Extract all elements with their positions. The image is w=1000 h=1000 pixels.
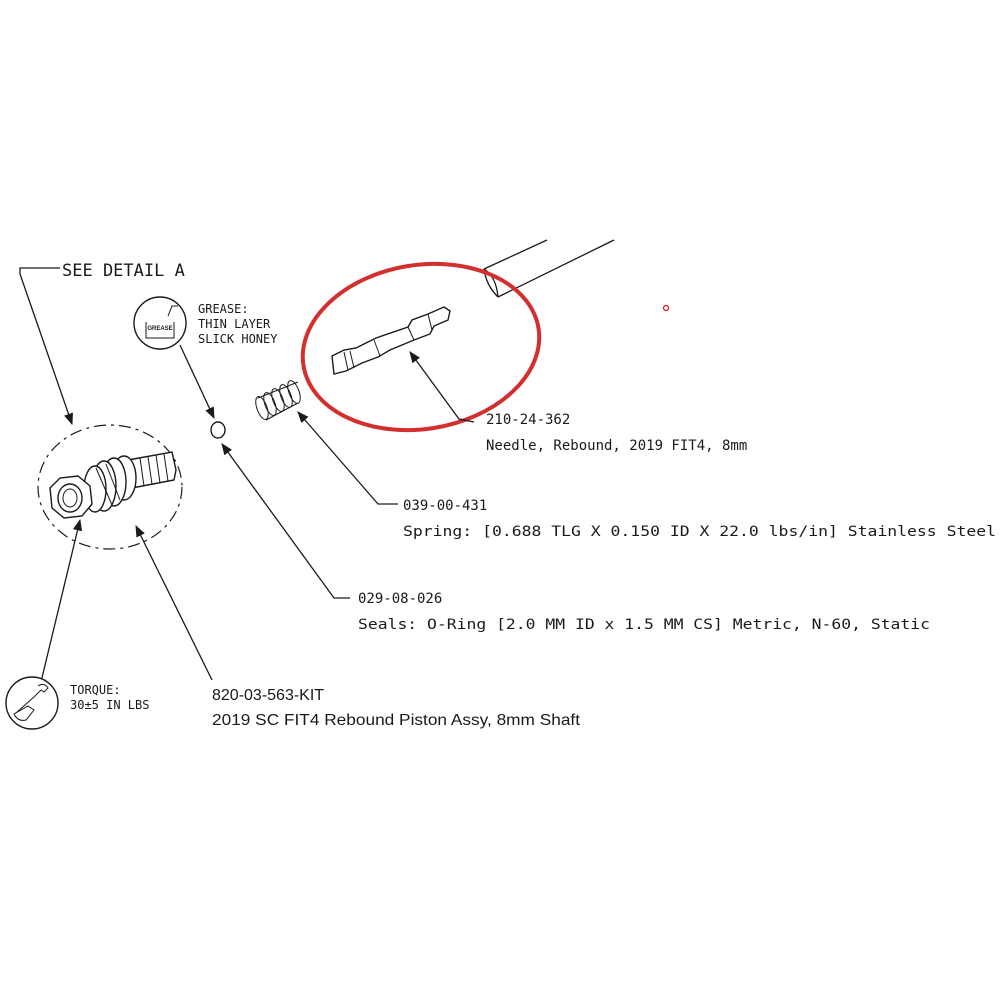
torque-note-line2: 30±5 IN LBS [70, 698, 149, 712]
o-ring-part[interactable] [210, 421, 226, 439]
spring-part[interactable] [253, 379, 303, 421]
svg-text:GREASE: GREASE [147, 326, 172, 332]
grease-note-line2: THIN LAYER [198, 317, 271, 331]
piston-assy-part-number: 820-03-563-KIT [212, 687, 324, 704]
needle-description: Needle, Rebound, 2019 FIT4, 8mm [486, 438, 747, 454]
detail-a-circle [37, 424, 183, 550]
spring-part-number: 039-00-431 [403, 498, 487, 514]
o-ring-leader [221, 443, 350, 599]
see-detail-label: SEE DETAIL A [62, 261, 185, 281]
needle-leader [409, 351, 475, 423]
grease-note-line3: SLICK HONEY [198, 332, 278, 346]
shaft-tube [483, 239, 615, 298]
torque-leader [39, 518, 83, 687]
detail-leader [19, 267, 73, 426]
highlight-ring [300, 261, 542, 433]
grease-icon: GREASE [133, 296, 187, 350]
spring-description: Spring: [0.688 TLG X 0.150 ID X 22.0 lbs… [403, 524, 996, 540]
piston-assembly-part[interactable] [49, 451, 177, 519]
spring-leader [297, 411, 398, 505]
wrench-icon [5, 676, 59, 730]
torque-note-line1: TORQUE: [70, 683, 121, 697]
piston-assy-description: 2019 SC FIT4 Rebound Piston Assy, 8mm Sh… [212, 712, 581, 729]
grease-note-line1: GREASE: [198, 302, 249, 316]
needle-part-number: 210-24-362 [486, 412, 570, 428]
piston-assy-leader [135, 524, 213, 681]
grease-leader [179, 344, 215, 420]
o-ring-description: Seals: O-Ring [2.0 MM ID x 1.5 MM CS] Me… [358, 617, 930, 633]
o-ring-part-number: 029-08-026 [358, 591, 442, 607]
needle-part[interactable] [331, 306, 451, 375]
red-dot-marker [662, 304, 670, 312]
